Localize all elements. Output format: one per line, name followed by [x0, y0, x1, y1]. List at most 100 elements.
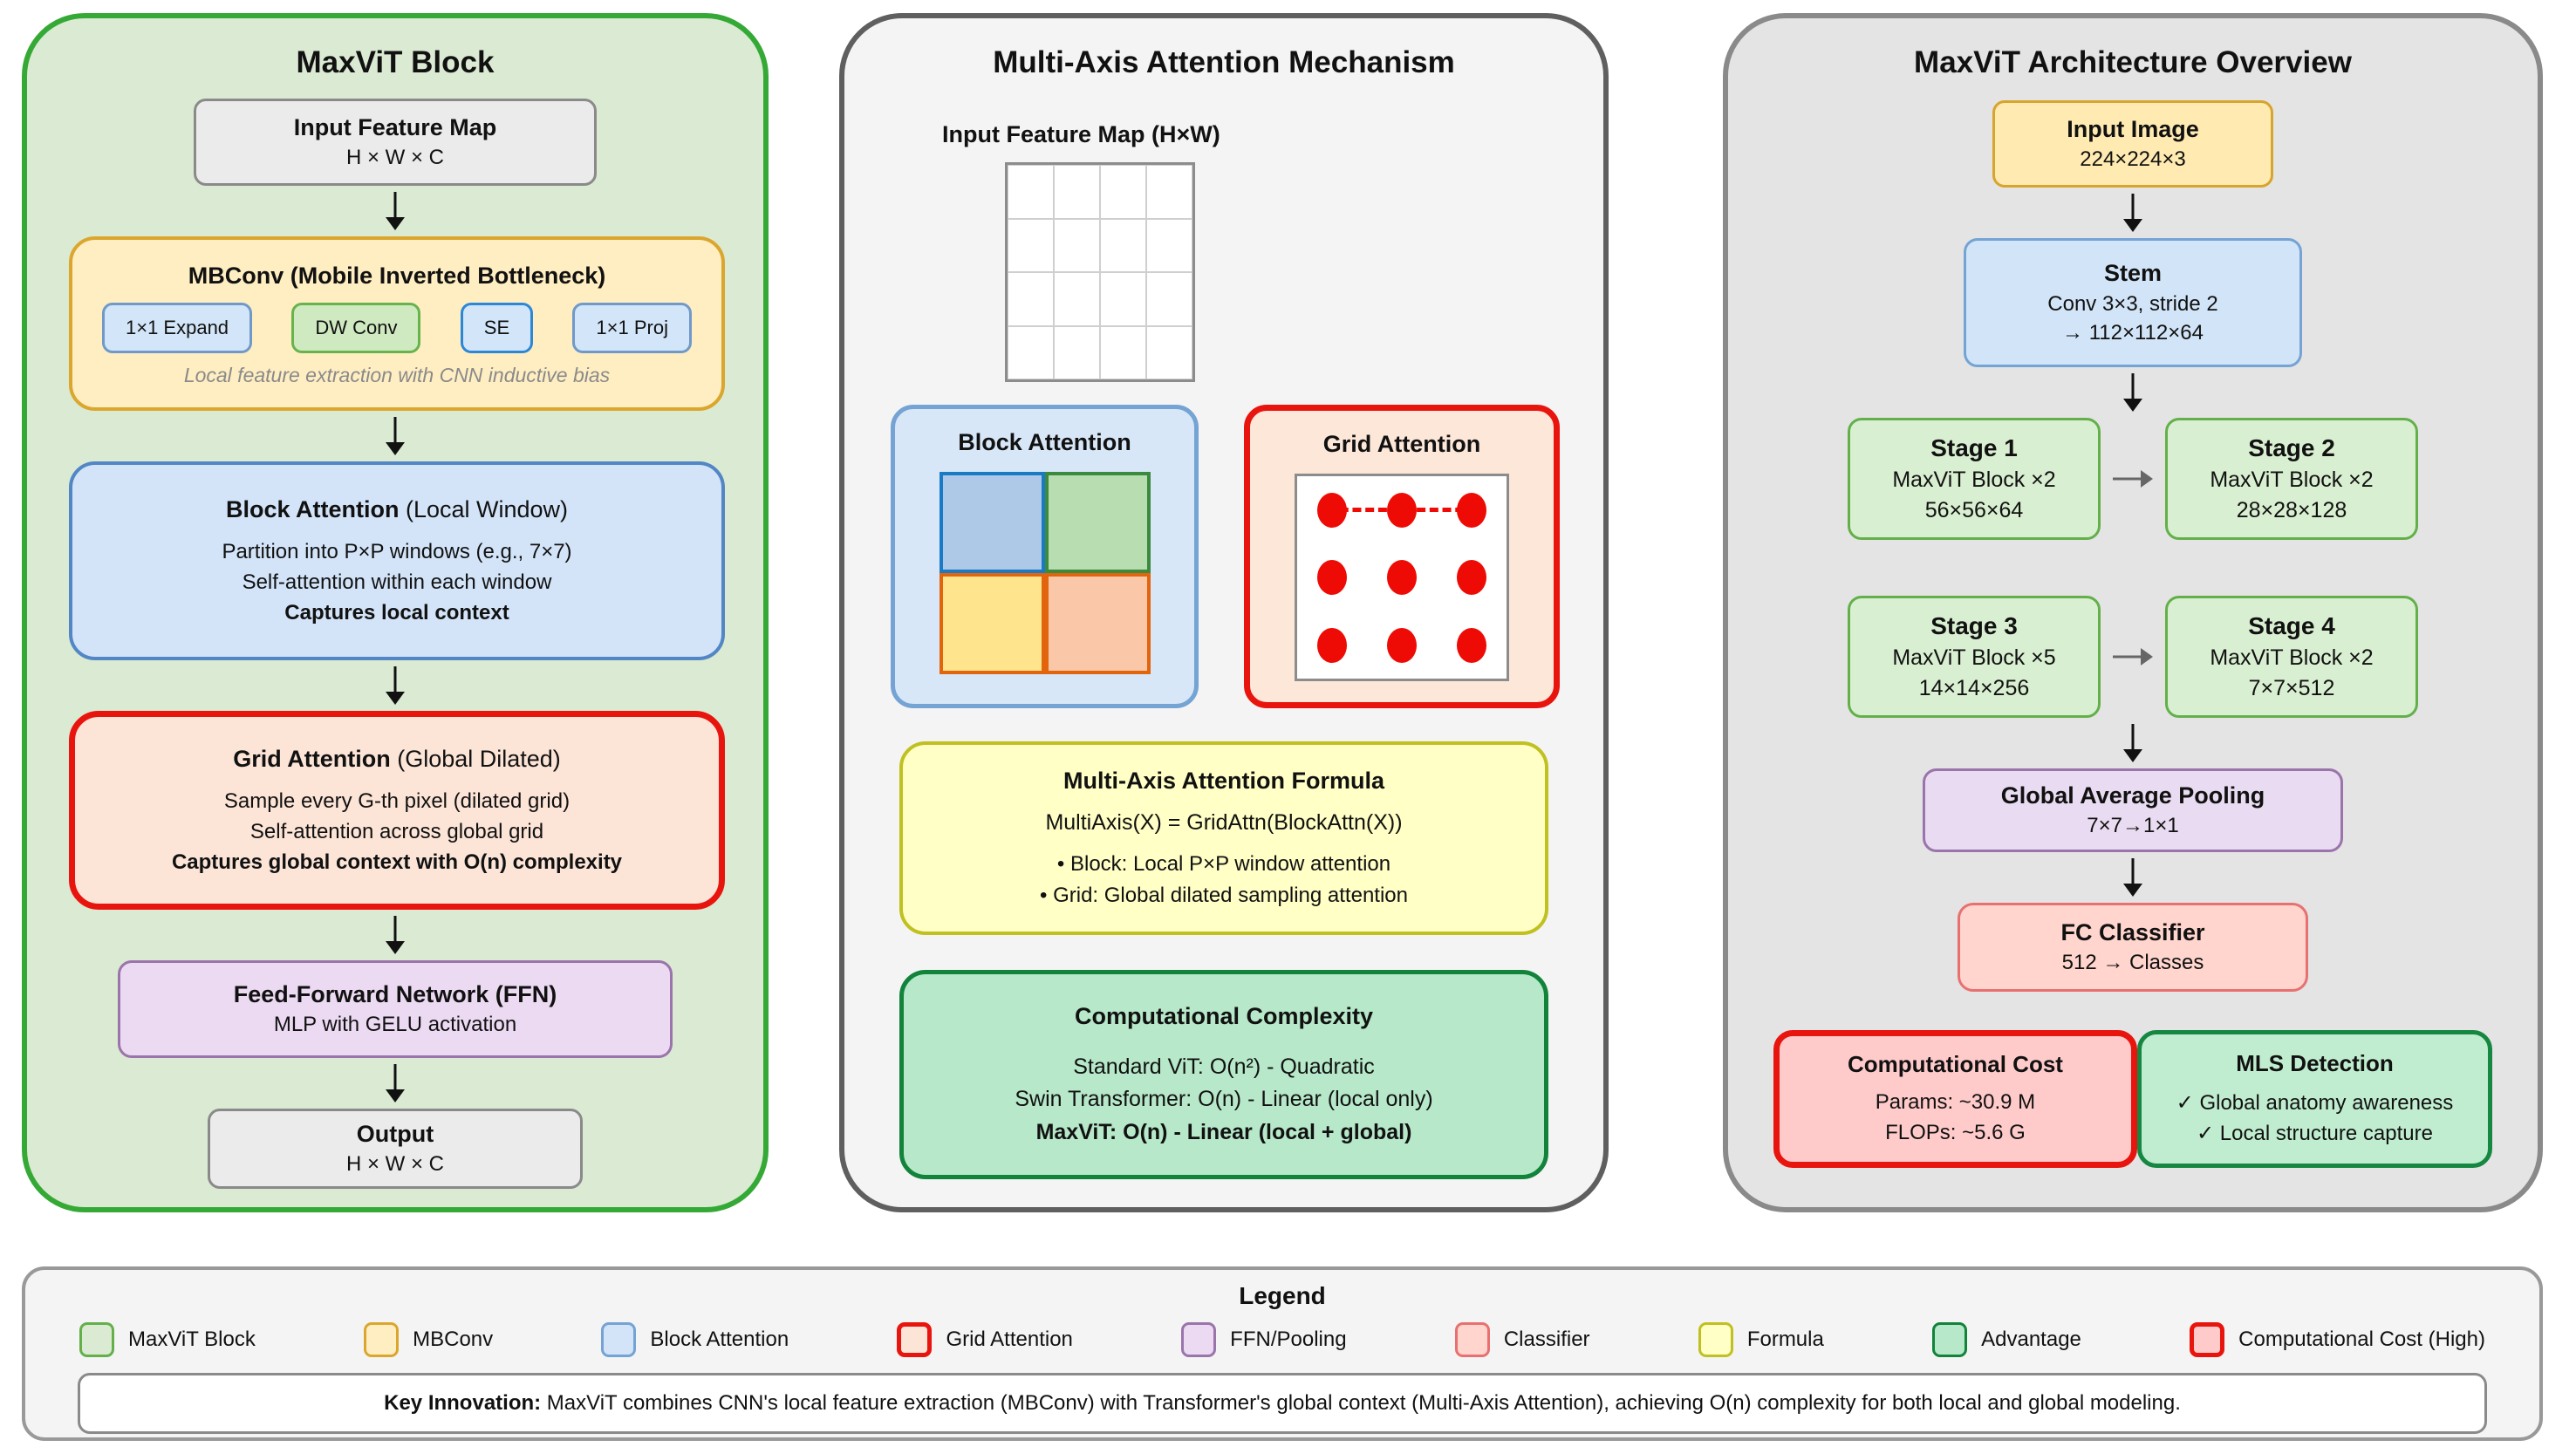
- ffn-box: Feed-Forward Network (FFN) MLP with GELU…: [118, 960, 673, 1058]
- box-title: Stage 4: [2248, 612, 2335, 640]
- body-line: Swin Transformer: O(n) - Linear (local o…: [1015, 1087, 1433, 1112]
- box-body: Params: ~30.9 M FLOPs: ~5.6 G: [1780, 1088, 2131, 1149]
- mbconv-chip-row: 1×1 Expand DW Conv SE 1×1 Proj: [72, 302, 721, 353]
- bullet-line: • Block: Local P×P window attention: [1056, 851, 1391, 876]
- arrow-down-icon: [2121, 373, 2145, 412]
- feature-map-label: Input Feature Map (H×W): [942, 121, 1220, 147]
- complexity-box: Computational Complexity Standard ViT: O…: [899, 970, 1548, 1179]
- key-innovation-bar: Key Innovation: MaxViT combines CNN's lo…: [78, 1373, 2487, 1434]
- body-line: Self-attention across global grid: [249, 819, 544, 843]
- window-cell-green: [1044, 472, 1151, 574]
- box-line: → 112×112×64: [2062, 321, 2204, 345]
- mls-detection-box: MLS Detection ✓ Global anatomy awareness…: [2136, 1030, 2492, 1168]
- chip-se: SE: [460, 302, 534, 353]
- window-cell-orange: [1044, 573, 1151, 675]
- output-box: Output H × W × C: [208, 1109, 583, 1189]
- input-feature-map-box: Input Feature Map H × W × C: [194, 99, 597, 186]
- mbconv-caption: Local feature extraction with CNN induct…: [183, 364, 611, 387]
- fc-classifier-box: FC Classifier 512 → Classes: [1958, 903, 2308, 992]
- red-dot: [1317, 560, 1348, 596]
- legend-item-computational-cost: Computational Cost (High): [2190, 1322, 2485, 1357]
- arrow-down-icon: [2121, 858, 2145, 897]
- box-subtitle: H × W × C: [345, 1152, 445, 1177]
- box-title: Input Feature Map: [293, 113, 497, 140]
- box-line: Conv 3×3, stride 2: [2047, 291, 2218, 316]
- box-line: MaxViT Block ×2: [2210, 467, 2374, 492]
- legend-title: Legend: [1239, 1282, 1326, 1309]
- legend-swatch-icon: [897, 1322, 933, 1357]
- arrow-down-icon: [383, 916, 407, 954]
- box-title: Block Attention (Local Window): [72, 494, 721, 525]
- legend-item-mbconv: MBConv: [364, 1322, 493, 1357]
- panel-architecture-overview: MaxViT Architecture Overview Input Image…: [1723, 13, 2543, 1212]
- body-line: Partition into P×P windows (e.g., 7×7): [222, 540, 572, 564]
- box-title: Output: [356, 1120, 434, 1147]
- box-title: Feed-Forward Network (FFN): [233, 980, 557, 1007]
- attention-demo-row: Block Attention Grid Attention: [888, 405, 1560, 708]
- box-subtitle: MLP with GELU activation: [273, 1013, 517, 1037]
- legend-row: MaxViT Block MBConv Block Attention Grid…: [25, 1322, 2539, 1357]
- key-innovation-lead: Key Innovation:: [384, 1391, 542, 1415]
- body-line: Standard ViT: O(n²) - Quadratic: [1073, 1054, 1375, 1079]
- legend-item-maxvit-block: MaxViT Block: [79, 1322, 256, 1357]
- body-line-bold: MaxViT: O(n) - Linear (local + global): [1035, 1119, 1412, 1144]
- grid-attention-box: Grid Attention (Global Dilated) Sample e…: [69, 711, 725, 910]
- arrow-down-icon: [2121, 194, 2145, 232]
- stage-1-box: Stage 1 MaxViT Block ×2 56×56×64: [1848, 418, 2101, 540]
- stage-4-box: Stage 4 MaxViT Block ×2 7×7×512: [2165, 596, 2418, 718]
- key-innovation-rest: MaxViT combines CNN's local feature extr…: [541, 1391, 2181, 1415]
- red-dot: [1457, 627, 1487, 663]
- formula-box: Multi-Axis Attention Formula MultiAxis(X…: [899, 741, 1548, 935]
- arrow-down-icon: [383, 666, 407, 705]
- box-title: FC Classifier: [2060, 918, 2205, 945]
- legend-label: MBConv: [413, 1328, 494, 1351]
- chip-dw-conv: DW Conv: [291, 302, 421, 353]
- stage-2-box: Stage 2 MaxViT Block ×2 28×28×128: [2165, 418, 2418, 540]
- legend-item-ffn-pooling: FFN/Pooling: [1181, 1322, 1347, 1357]
- box-title: Stem: [2103, 260, 2163, 287]
- grid-attention-demo: Grid Attention: [1244, 405, 1560, 708]
- red-dot: [1387, 627, 1418, 663]
- box-title: MBConv (Mobile Inverted Bottleneck): [188, 262, 606, 289]
- arrow-down-icon: [383, 417, 407, 455]
- red-dot: [1387, 560, 1418, 596]
- box-title: MLS Detection: [2236, 1050, 2394, 1077]
- box-subtitle: 7×7→1×1: [2087, 814, 2179, 838]
- body-line: FLOPs: ~5.6 G: [1885, 1121, 2026, 1145]
- box-subtitle: H × W × C: [345, 146, 445, 170]
- panel-maxvit-block: MaxViT Block Input Feature Map H × W × C…: [22, 13, 769, 1212]
- box-title: Computational Complexity: [1074, 1002, 1374, 1029]
- window-cell-yellow: [939, 573, 1045, 675]
- box-line: MaxViT Block ×2: [2210, 645, 2374, 670]
- legend-item-classifier: Classifier: [1454, 1322, 1590, 1357]
- panel-title-multi-axis: Multi-Axis Attention Mechanism: [993, 45, 1455, 79]
- legend-item-block-attention: Block Attention: [601, 1322, 789, 1357]
- formula-text: MultiAxis(X) = GridAttn(BlockAttn(X)): [1045, 809, 1403, 835]
- dashed-connector: [1327, 508, 1478, 513]
- body-line-bold: Captures local context: [284, 600, 509, 625]
- box-subtitle: 224×224×3: [2080, 147, 2186, 172]
- red-dot: [1457, 560, 1487, 596]
- legend-swatch-icon: [1181, 1322, 1217, 1357]
- box-line: 28×28×128: [2236, 497, 2347, 522]
- demo-title: Block Attention: [958, 429, 1131, 455]
- box-title: Multi-Axis Attention Formula: [1063, 768, 1384, 795]
- body-line: ✓ Global anatomy awareness: [2176, 1090, 2454, 1115]
- panel-multi-axis-attention: Multi-Axis Attention Mechanism Input Fea…: [839, 13, 1609, 1212]
- legend-item-formula: Formula: [1698, 1322, 1824, 1357]
- mbconv-box: MBConv (Mobile Inverted Bottleneck) 1×1 …: [69, 236, 725, 411]
- box-line: MaxViT Block ×2: [1892, 467, 2056, 492]
- panel-title-maxvit-block: MaxViT Block: [296, 45, 495, 79]
- red-dot: [1317, 627, 1348, 663]
- arrow-down-icon: [383, 192, 407, 230]
- body-line: Params: ~30.9 M: [1875, 1090, 2036, 1115]
- legend-swatch-icon: [2190, 1322, 2225, 1357]
- body-line: ✓ Local structure capture: [2197, 1121, 2433, 1145]
- box-body: ✓ Global anatomy awareness ✓ Local struc…: [2142, 1089, 2488, 1150]
- legend-label: FFN/Pooling: [1230, 1328, 1347, 1351]
- input-image-box: Input Image 224×224×3: [1992, 100, 2273, 188]
- legend-swatch-icon: [601, 1322, 637, 1357]
- box-title-bold: Block Attention: [225, 495, 400, 522]
- legend-label: Grid Attention: [946, 1328, 1073, 1351]
- box-title-suffix: (Local Window): [399, 495, 569, 522]
